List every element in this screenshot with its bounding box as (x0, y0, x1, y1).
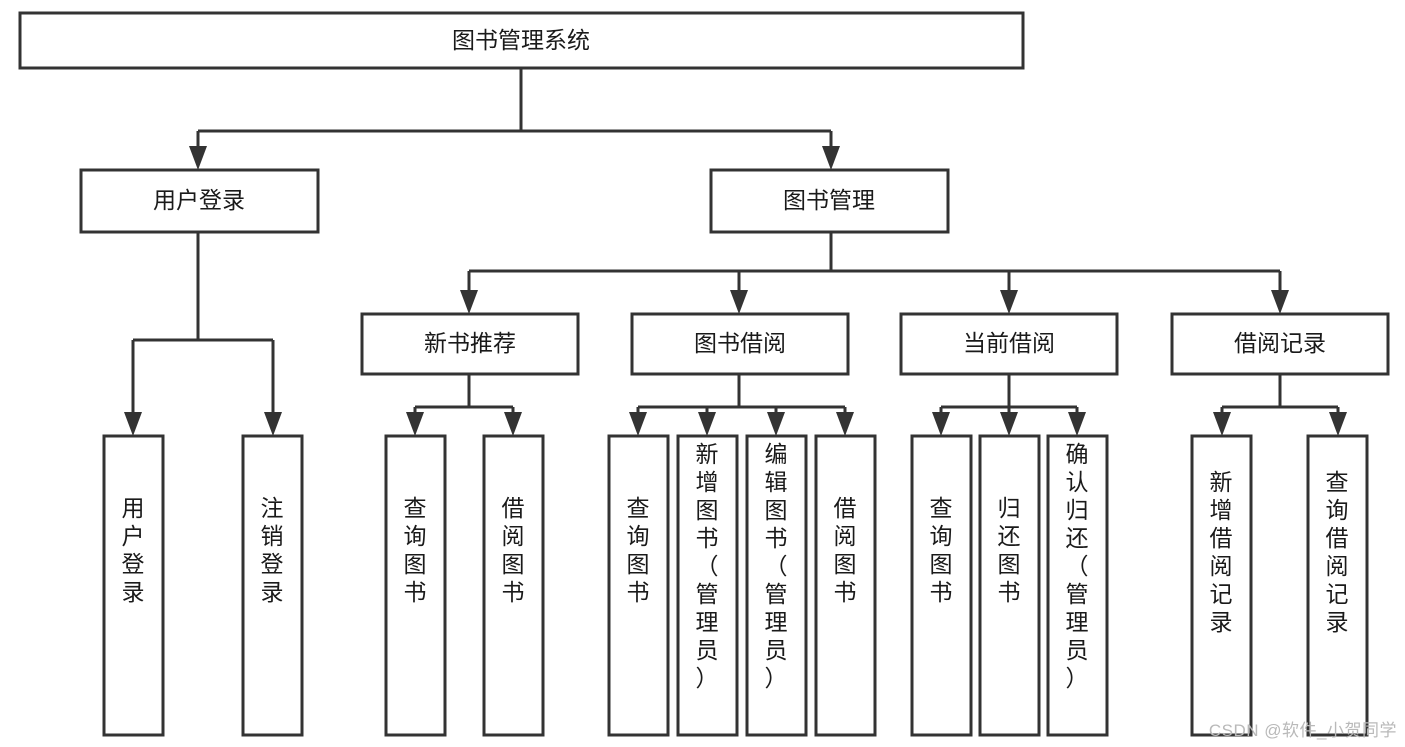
leaf-node[interactable]: 查询图书 (607, 434, 670, 737)
arrow-to-leaf-12 (1329, 412, 1347, 436)
leaf-node[interactable]: 新增图书（管理员） (676, 434, 739, 737)
arrow-to-new-book-rec (460, 290, 478, 314)
leaf-node[interactable]: 确认归还（管理员） (1046, 434, 1109, 737)
arrow-to-borrow-record (1271, 290, 1289, 314)
connector-root-to-level2 (196, 68, 833, 152)
node-new-book-recommend-label: 新书推荐 (424, 330, 516, 356)
connector-new-book-rec-to-leaves (413, 374, 515, 418)
leaf-label-7: 借阅图书 (834, 495, 857, 605)
connector-book-manage-to-level3 (467, 232, 1282, 296)
connector-borrow-record-to-leaves (1220, 374, 1340, 418)
node-new-book-recommend[interactable]: 新书推荐 (360, 312, 580, 376)
arrow-to-leaf-10 (1068, 412, 1086, 436)
leaf-label-4: 查询图书 (627, 495, 650, 605)
leaf-node[interactable]: 用户登录 (102, 434, 165, 737)
node-current-borrow-box[interactable] (899, 312, 1119, 376)
leaf-box-1[interactable] (241, 434, 304, 737)
leaf-box-4[interactable] (607, 434, 670, 737)
leaf-node[interactable]: 借阅图书 (482, 434, 545, 737)
leaf-node[interactable]: 归还图书 (978, 434, 1041, 737)
node-current-borrow[interactable]: 当前借阅 (899, 312, 1119, 376)
leaf-node[interactable]: 查询图书 (384, 434, 447, 737)
leaf-node[interactable]: 查询图书 (910, 434, 973, 737)
node-root-label: 图书管理系统 (452, 27, 590, 53)
connector-user-login-to-leaves (131, 232, 275, 418)
node-borrow-record[interactable]: 借阅记录 (1170, 312, 1390, 376)
node-user-login-label: 用户登录 (153, 187, 245, 213)
arrow-to-book-manage (822, 146, 840, 170)
leaf-box-3[interactable] (482, 434, 545, 737)
leaf-node[interactable]: 注销登录 (241, 434, 304, 737)
leaf-label-10: 确认归还（管理员） (1066, 441, 1089, 691)
arrow-to-leaf-6 (767, 412, 785, 436)
arrow-to-leaf-5 (698, 412, 716, 436)
leaf-node[interactable]: 查询借阅记录 (1306, 434, 1369, 737)
leaf-node[interactable]: 借阅图书 (814, 434, 877, 737)
leaf-label-2: 查询图书 (404, 495, 427, 605)
leaf-box-0[interactable] (102, 434, 165, 737)
node-current-borrow-label: 当前借阅 (963, 330, 1055, 356)
arrow-to-leaf-1 (264, 412, 282, 436)
leaf-label-5: 新增图书（管理员） (696, 441, 719, 691)
leaf-label-8: 查询图书 (930, 495, 953, 605)
leaf-label-11: 新增借阅记录 (1210, 469, 1233, 635)
leaf-box-10[interactable] (1046, 434, 1109, 737)
node-root-box[interactable] (18, 11, 1025, 70)
leaf-label-6: 编辑图书（管理员） (765, 441, 788, 691)
arrow-to-leaf-8 (932, 412, 950, 436)
node-book-borrow-label: 图书借阅 (694, 330, 786, 356)
node-book-manage-box[interactable] (709, 168, 950, 234)
node-borrow-record-box[interactable] (1170, 312, 1390, 376)
node-book-borrow-box[interactable] (630, 312, 850, 376)
node-book-borrow[interactable]: 图书借阅 (630, 312, 850, 376)
leaf-box-9[interactable] (978, 434, 1041, 737)
arrow-to-current-borrow (1000, 290, 1018, 314)
node-borrow-record-label: 借阅记录 (1234, 330, 1326, 356)
leaf-box-7[interactable] (814, 434, 877, 737)
leaf-label-9: 归还图书 (998, 495, 1021, 605)
arrow-to-leaf-11 (1213, 412, 1231, 436)
arrow-to-leaf-0 (124, 412, 142, 436)
leaf-box-2[interactable] (384, 434, 447, 737)
arrow-to-leaf-7 (836, 412, 854, 436)
leaf-node[interactable]: 编辑图书（管理员） (745, 434, 808, 737)
connector-current-borrow-to-leaves (939, 374, 1079, 418)
leaf-box-5[interactable] (676, 434, 739, 737)
arrow-to-leaf-2 (406, 412, 424, 436)
node-root[interactable]: 图书管理系统 (18, 11, 1025, 70)
leaf-box-12[interactable] (1306, 434, 1369, 737)
arrow-to-leaf-3 (504, 412, 522, 436)
node-book-manage-label: 图书管理 (783, 187, 875, 213)
leaf-box-8[interactable] (910, 434, 973, 737)
connector-group (124, 68, 1347, 436)
node-new-book-recommend-box[interactable] (360, 312, 580, 376)
arrow-to-user-login (189, 146, 207, 170)
leaf-box-11[interactable] (1190, 434, 1253, 737)
node-user-login-box[interactable] (79, 168, 320, 234)
arrow-to-leaf-4 (629, 412, 647, 436)
arrow-to-book-borrow (730, 290, 748, 314)
leaf-box-6[interactable] (745, 434, 808, 737)
arrow-to-leaf-9 (1000, 412, 1018, 436)
leaf-label-3: 借阅图书 (502, 495, 525, 605)
node-user-login[interactable]: 用户登录 (79, 168, 320, 234)
connector-book-borrow-to-leaves (636, 374, 847, 418)
leaf-label-12: 查询借阅记录 (1326, 469, 1349, 635)
leaf-label-1: 注销登录 (261, 495, 284, 605)
node-book-manage[interactable]: 图书管理 (709, 168, 950, 234)
leaf-node[interactable]: 新增借阅记录 (1190, 434, 1253, 737)
leaf-label-0: 用户登录 (122, 495, 145, 605)
